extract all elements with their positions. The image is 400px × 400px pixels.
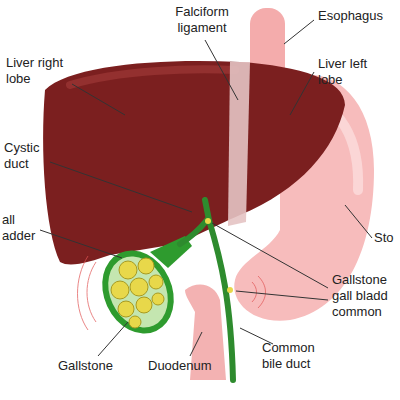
part-label: Cystic duct	[4, 140, 50, 172]
liver-highlight	[70, 69, 235, 85]
bile-ducts	[180, 200, 233, 380]
part-label: Sto	[374, 230, 398, 246]
duct-stone	[205, 218, 211, 224]
part-label: Duodenum	[148, 358, 228, 374]
part-label: all adder	[2, 212, 40, 244]
duct-stone	[227, 287, 233, 293]
falciform-ligament	[228, 62, 250, 226]
part-label: Gallstone	[58, 358, 138, 374]
liver	[43, 61, 345, 265]
part-label: Liver right lobe	[6, 55, 68, 87]
part-label: Gallstone gall bladd common	[332, 272, 396, 320]
part-label: Falciform ligament	[170, 4, 234, 36]
part-label: Liver left lobe	[318, 56, 374, 88]
part-label: Common bile duct	[262, 340, 324, 372]
part-label: Esophagus	[318, 8, 396, 24]
